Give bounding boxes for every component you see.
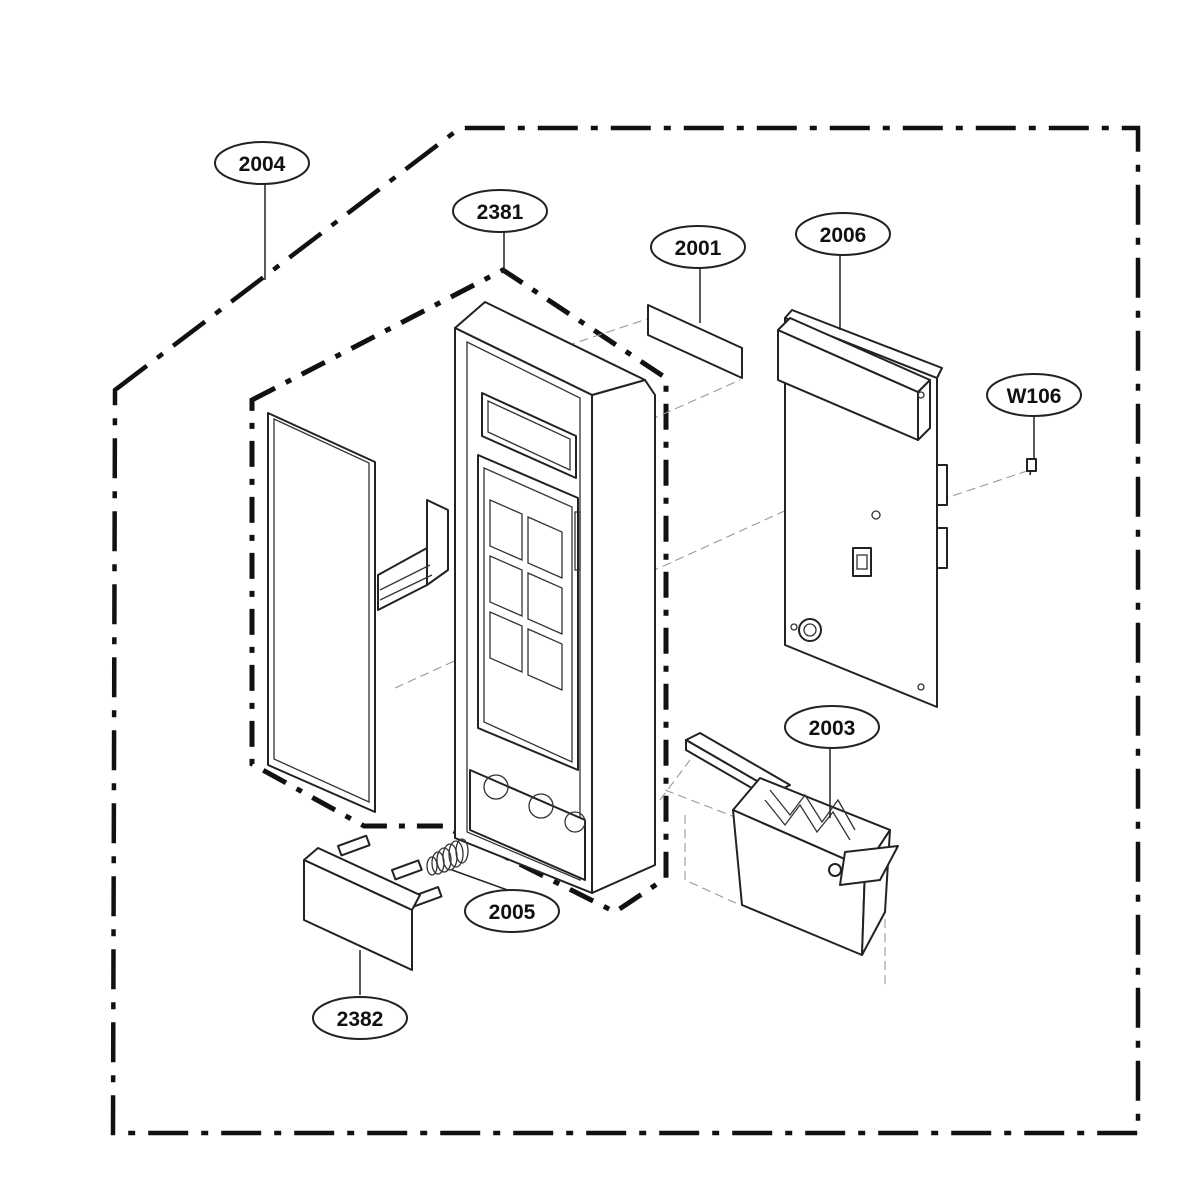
callout-label-2381: 2381 — [477, 201, 524, 224]
latch-lever-assembly — [685, 732, 899, 956]
callout-label-2004: 2004 — [239, 153, 286, 176]
callout-label-2003: 2003 — [809, 717, 856, 740]
membrane-sheet — [267, 412, 449, 813]
window-film-part — [647, 304, 743, 379]
callout-2006: 2006 — [795, 212, 891, 256]
control-panel-housing — [454, 301, 656, 894]
callout-2004: 2004 — [214, 141, 310, 185]
callout-label-2005: 2005 — [489, 901, 536, 924]
callout-2382: 2382 — [312, 996, 408, 1040]
callout-label-2382: 2382 — [337, 1008, 384, 1031]
callout-2381: 2381 — [452, 189, 548, 233]
screw-part — [1026, 458, 1037, 476]
callout-2003: 2003 — [784, 705, 880, 749]
pcb-board — [777, 309, 948, 708]
callout-2005: 2005 — [464, 889, 560, 933]
push-button-part — [303, 834, 443, 971]
callout-2001: 2001 — [650, 225, 746, 269]
control-panel-group-boundary — [249, 267, 669, 915]
callout-label-2001: 2001 — [675, 237, 722, 260]
callout-label-W106: W106 — [1007, 385, 1062, 408]
assembly-boundary — [110, 125, 1141, 1136]
coil-spring-part — [426, 838, 469, 876]
callout-label-2006: 2006 — [820, 224, 867, 247]
leader-lines — [264, 184, 1035, 995]
callout-W106: W106 — [986, 373, 1082, 417]
